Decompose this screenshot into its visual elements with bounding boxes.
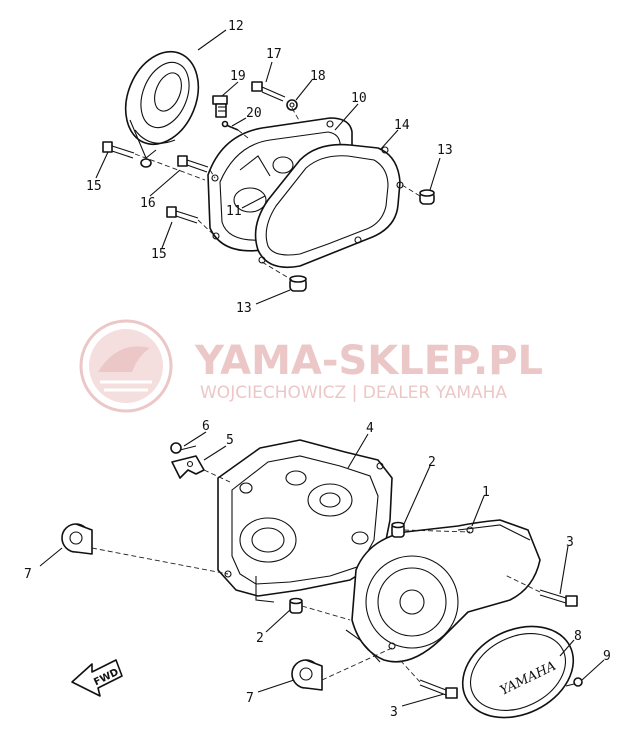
dowel-pin-2-upper xyxy=(391,521,405,538)
dowel-pin-lower xyxy=(289,275,307,292)
alignment-line xyxy=(399,659,421,683)
callout-3-lower: 3 xyxy=(390,705,398,720)
callout-18: 18 xyxy=(310,69,326,84)
magneto-outer-cover: YAMAHA xyxy=(461,625,575,719)
alignment-line xyxy=(504,574,541,593)
watermark-logo-icon xyxy=(79,319,173,413)
alignment-line xyxy=(91,547,229,575)
callout-7-left: 7 xyxy=(24,567,32,582)
callout-20: 20 xyxy=(246,106,262,121)
alignment-line xyxy=(291,107,301,123)
bracket-5 xyxy=(171,455,205,479)
alignment-line xyxy=(134,153,206,181)
watermark-title: YAMA-SKLEP.PL xyxy=(194,338,543,384)
callout-19: 19 xyxy=(230,69,246,84)
alignment-line xyxy=(237,129,249,139)
cover-gasket xyxy=(254,143,404,269)
upper-assembly: 12 17 18 19 20 10 14 13 11 15 16 15 13 xyxy=(86,19,453,316)
alignment-line xyxy=(203,469,231,483)
alignment-line xyxy=(403,529,471,533)
washer-18 xyxy=(286,99,298,111)
bolt-3-right xyxy=(539,589,578,607)
callout-10: 10 xyxy=(351,91,367,106)
seal-7-right xyxy=(291,659,323,691)
callout-7-right: 7 xyxy=(246,691,254,706)
watermark: YAMA-SKLEP.PL WOJCIECHOWICZ | DEALER YAM… xyxy=(79,319,543,413)
alignment-line xyxy=(209,169,216,179)
alignment-line xyxy=(321,647,393,681)
callout-15-lower: 15 xyxy=(151,247,167,262)
callout-9: 9 xyxy=(603,649,611,664)
callout-6: 6 xyxy=(202,419,210,434)
callout-17: 17 xyxy=(266,47,282,62)
bolt-3-lower xyxy=(419,679,458,699)
callout-3-right: 3 xyxy=(566,535,574,550)
dowel-pin-2-lower xyxy=(289,597,303,614)
bolt-16 xyxy=(177,155,209,173)
alignment-line xyxy=(197,219,216,237)
callout-12: 12 xyxy=(228,19,244,34)
lower-assembly: YAMAHA xyxy=(24,419,611,720)
callout-14: 14 xyxy=(394,118,410,133)
outer-dome-cover xyxy=(124,50,200,168)
callout-5: 5 xyxy=(226,433,234,448)
callout-11: 11 xyxy=(226,204,242,219)
callout-13-upper: 13 xyxy=(437,143,453,158)
fitting-19 xyxy=(212,95,228,118)
callout-16: 16 xyxy=(140,196,156,211)
forward-arrow-icon: FWD xyxy=(71,659,123,697)
watermark-subtitle: WOJCIECHOWICZ | DEALER YAMAHA xyxy=(200,383,507,403)
screw-6 xyxy=(170,442,197,454)
callout-15-upper: 15 xyxy=(86,179,102,194)
screw-9 xyxy=(565,677,583,687)
callout-2-upper: 2 xyxy=(428,455,436,470)
alignment-line xyxy=(401,184,421,197)
bolt-15-lower xyxy=(166,206,199,224)
callout-2-lower: 2 xyxy=(256,631,264,646)
bolt-17 xyxy=(251,81,286,102)
callout-8: 8 xyxy=(574,629,582,644)
callout-1: 1 xyxy=(482,485,490,500)
alignment-line xyxy=(261,261,293,281)
seal-7-left xyxy=(61,523,93,555)
callout-4: 4 xyxy=(366,421,374,436)
dowel-pin-upper xyxy=(419,189,435,205)
bolt-15-upper xyxy=(102,141,135,159)
alignment-line xyxy=(301,605,351,621)
pin-20 xyxy=(221,120,239,131)
callout-13-lower: 13 xyxy=(236,301,252,316)
